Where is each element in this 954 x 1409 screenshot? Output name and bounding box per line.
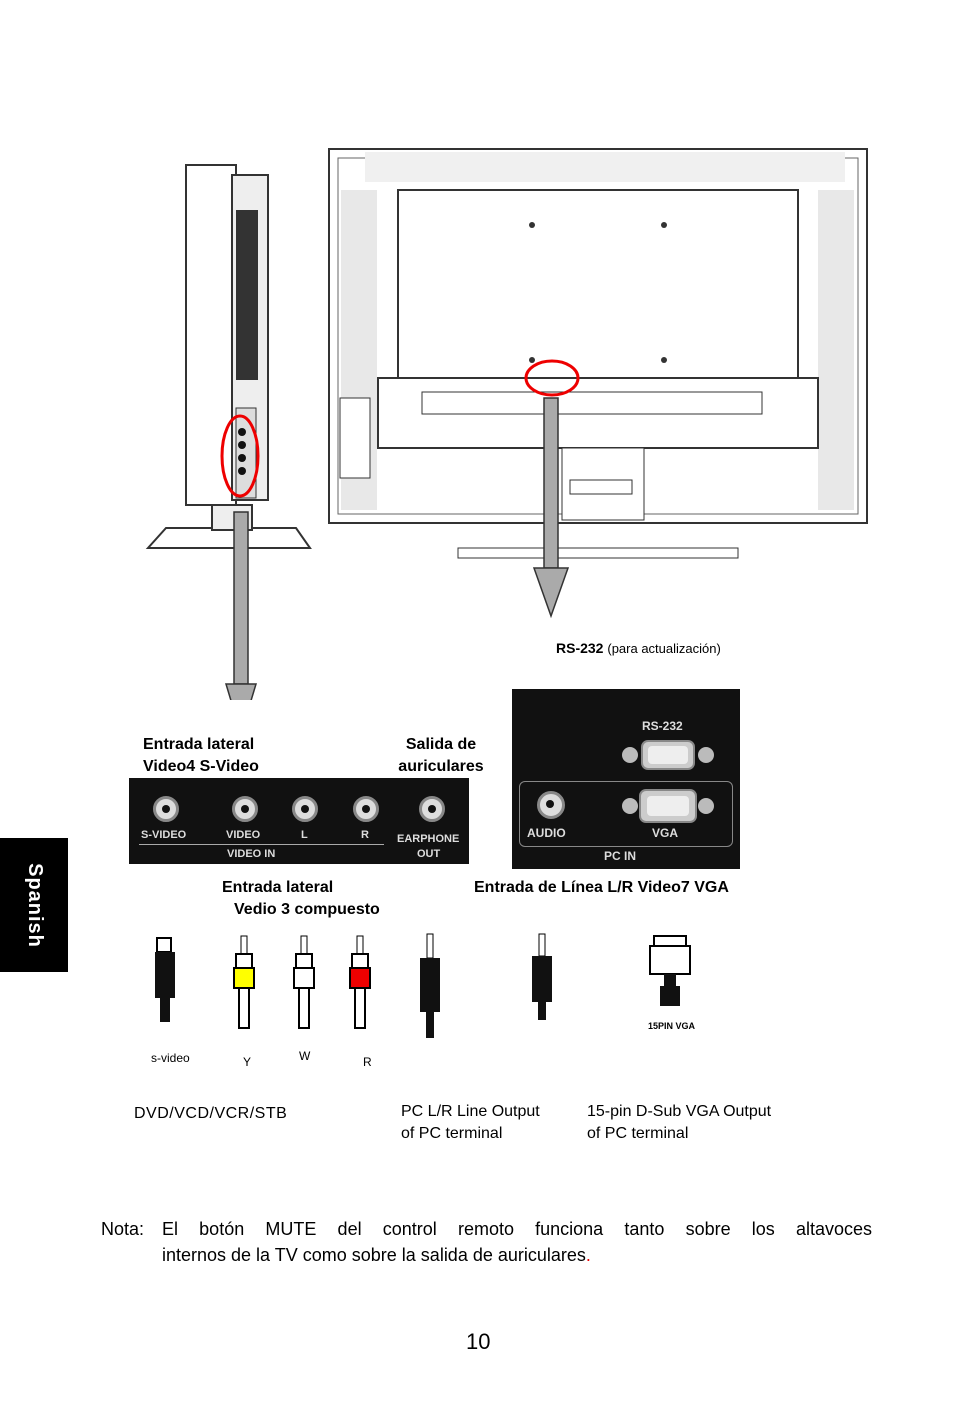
rs232-caption: RS-232 (para actualización) <box>556 640 721 656</box>
tv-rear-view <box>328 148 868 559</box>
vga-cable-icon <box>649 935 691 1006</box>
side-ports-highlight <box>220 414 260 498</box>
cables-illustration <box>155 933 691 1038</box>
yellow-rca-cable-icon <box>233 935 255 1029</box>
earphone-line1: Salida de <box>405 736 477 753</box>
rear-arrow <box>532 397 570 619</box>
side-video4-line1: Entrada lateral <box>143 736 255 753</box>
line-in-label: Entrada de Línea L/R Video7 VGA <box>474 879 729 896</box>
vga-port-label: VGA <box>652 826 679 840</box>
vga-caption-line2: of PC terminal <box>587 1125 689 1142</box>
pc-audio-cable-2-icon <box>532 933 552 1020</box>
video-jack-icon <box>232 796 258 822</box>
note-end: . <box>585 1245 591 1265</box>
video-port-label: VIDEO <box>226 829 261 841</box>
pc-lr-caption: PC L/R Line Output of PC terminal <box>401 1101 540 1145</box>
svideo-cable-icon <box>155 937 175 1022</box>
earphone-line2: auriculares <box>398 758 484 775</box>
svideo-port-label: S-VIDEO <box>141 829 187 841</box>
r-port-label: R <box>361 829 369 841</box>
rs232-caption-bold: RS-232 <box>556 640 604 656</box>
white-rca-cable-icon <box>293 935 315 1029</box>
language-tab: Spanish <box>0 838 68 972</box>
tv-side-view <box>126 143 312 550</box>
yellow-cable-label: Y <box>243 1055 252 1069</box>
earphone-jack-icon <box>419 796 445 822</box>
vga-caption: 15-pin D-Sub VGA Output of PC terminal <box>587 1101 771 1145</box>
l-port-label: L <box>301 829 308 841</box>
dvd-caption: DVD/VCD/VCR/STB <box>134 1105 288 1122</box>
pc-lr-caption-line1: PC L/R Line Output <box>401 1103 540 1120</box>
pc-in-panel: RS-232 AUDIO VGA PC IN <box>512 689 740 869</box>
note-line1: El botón MUTE del control remoto funcion… <box>162 1219 872 1239</box>
earphone-out-label: OUT <box>417 848 441 860</box>
rs232-caption-rest: (para actualización) <box>607 641 721 656</box>
svideo-cable-label: s-video <box>151 1051 190 1065</box>
side-arrow <box>224 511 258 700</box>
tv-illustration <box>126 143 868 700</box>
red-cable-label: R <box>363 1055 372 1069</box>
video-in-panel: S-VIDEO VIDEO L R VIDEO IN EARPHONE OUT <box>129 778 469 864</box>
vga-cable-label: 15PIN VGA <box>648 1021 696 1031</box>
audio-l-jack-icon <box>292 796 318 822</box>
rs232-port-icon <box>622 740 714 770</box>
video-in-group-label: VIDEO IN <box>227 848 276 860</box>
side-video3-line2: Vedio 3 compuesto <box>234 901 380 918</box>
pc-audio-jack-icon <box>537 791 565 819</box>
note-prefix: Nota: <box>101 1219 145 1239</box>
vga-caption-line1: 15-pin D-Sub VGA Output <box>587 1103 772 1120</box>
red-rca-cable-icon <box>349 935 371 1029</box>
rs232-port-label: RS-232 <box>642 719 683 733</box>
side-video4-label: Entrada lateral Video4 S-Video <box>143 734 259 778</box>
vga-port-icon <box>622 789 714 823</box>
pc-audio-cable-1-icon <box>420 933 440 1038</box>
white-cable-label: W <box>299 1049 311 1063</box>
pc-audio-port-label: AUDIO <box>527 826 566 840</box>
note-line2: internos de la TV como sobre la salida d… <box>162 1245 586 1265</box>
language-tab-label: Spanish <box>23 862 46 948</box>
page-number: 10 <box>466 1329 491 1354</box>
svideo-jack-icon <box>153 796 179 822</box>
side-video4-line2: Video4 S-Video <box>143 758 259 775</box>
pc-lr-caption-line2: of PC terminal <box>401 1125 503 1142</box>
earphone-port-label: EARPHONE <box>397 833 460 845</box>
rear-port-highlight <box>524 359 580 397</box>
side-video3-label: Entrada lateral Vedio 3 compuesto <box>222 877 380 921</box>
side-video3-line1: Entrada lateral <box>222 879 334 896</box>
note: Nota: El botón MUTE del control remoto f… <box>101 1216 872 1268</box>
pc-in-group-label: PC IN <box>604 849 637 863</box>
earphone-label: Salida de auriculares <box>390 734 492 778</box>
audio-r-jack-icon <box>353 796 379 822</box>
